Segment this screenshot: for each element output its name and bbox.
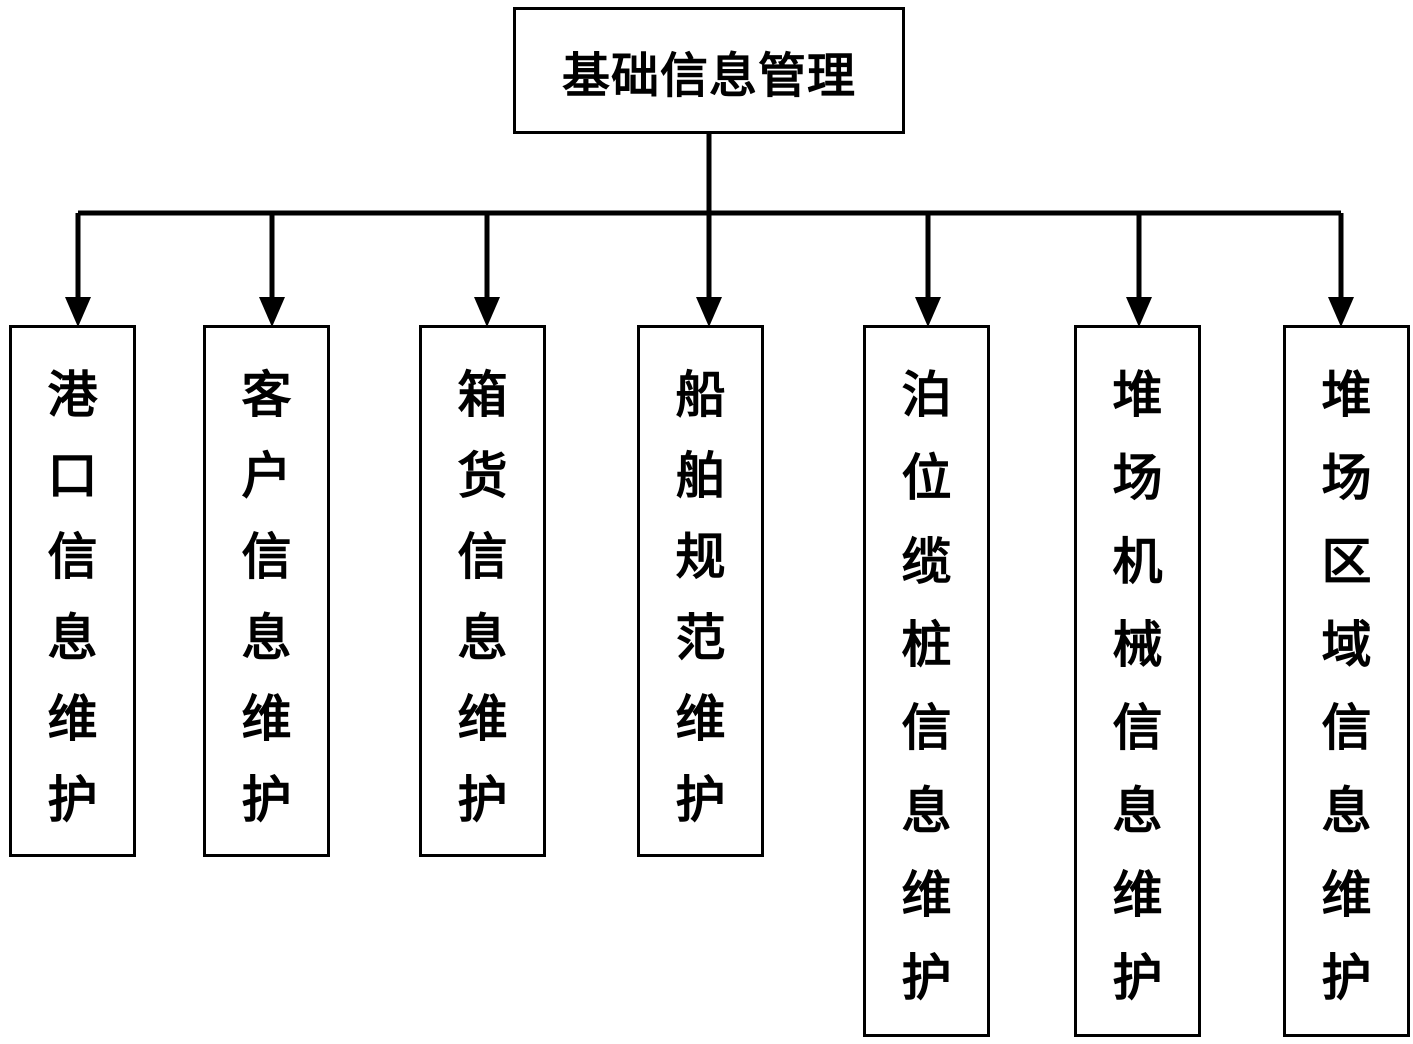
child-node-char: 息 — [241, 609, 292, 667]
child-node-char: 口 — [47, 447, 98, 505]
child-node-char: 息 — [457, 609, 508, 667]
child-node-char: 护 — [457, 771, 508, 829]
child-node-char: 护 — [241, 771, 292, 829]
child-node-char: 箱 — [457, 366, 508, 424]
child-node-char: 息 — [47, 609, 98, 667]
child-node-yard-area-info: 堆场区域信息维护 — [1283, 325, 1410, 1037]
child-node-char: 护 — [1112, 948, 1163, 1007]
child-node-char: 堆 — [1321, 366, 1372, 424]
child-node-port-info: 港口信息维护 — [9, 325, 136, 857]
child-node-char: 船 — [675, 366, 726, 424]
child-node-char: 护 — [901, 948, 952, 1007]
child-node-cargo-info: 箱货信息维护 — [419, 325, 546, 857]
child-node-char: 护 — [47, 771, 98, 829]
child-node-char: 场 — [1321, 449, 1372, 508]
child-node-char: 械 — [1112, 615, 1163, 674]
child-node-char: 维 — [1321, 865, 1372, 924]
child-node-yard-machinery-info: 堆场机械信息维护 — [1074, 325, 1201, 1037]
child-node-char: 舶 — [675, 447, 726, 505]
child-node-char: 信 — [241, 528, 292, 586]
child-node-char: 户 — [241, 447, 292, 505]
child-node-char: 缆 — [901, 532, 952, 591]
child-node-char: 桩 — [901, 615, 952, 674]
arrowhead-icon — [259, 297, 285, 327]
arrowhead-icon — [474, 297, 500, 327]
child-node-char: 护 — [675, 771, 726, 829]
arrowhead-icon — [65, 297, 91, 327]
child-node-char: 维 — [241, 690, 292, 748]
arrowhead-icon — [1328, 297, 1354, 327]
child-node-char: 机 — [1112, 532, 1163, 591]
child-node-char: 息 — [1321, 782, 1372, 841]
child-node-char: 维 — [1112, 865, 1163, 924]
child-node-char: 维 — [457, 690, 508, 748]
child-node-berth-bollard-info: 泊位缆桩信息维护 — [863, 325, 990, 1037]
child-node-char: 堆 — [1112, 366, 1163, 424]
child-node-char: 客 — [241, 366, 292, 424]
child-node-char: 信 — [1112, 699, 1163, 757]
child-node-char: 域 — [1321, 615, 1372, 674]
child-node-char: 货 — [457, 447, 508, 505]
child-node-char: 港 — [47, 366, 98, 424]
child-node-ship-spec: 船舶规范维护 — [637, 325, 764, 857]
child-node-char: 场 — [1112, 449, 1163, 508]
child-node-char: 区 — [1321, 532, 1372, 591]
child-node-customer-info: 客户信息维护 — [203, 325, 330, 857]
child-node-char: 息 — [901, 782, 952, 841]
child-node-char: 信 — [1321, 699, 1372, 757]
child-node-char: 规 — [675, 528, 726, 586]
arrowhead-icon — [1126, 297, 1152, 327]
child-node-char: 信 — [457, 528, 508, 586]
child-node-char: 信 — [47, 528, 98, 586]
arrowhead-icon — [915, 297, 941, 327]
child-node-char: 位 — [901, 449, 952, 508]
root-node-label: 基础信息管理 — [561, 47, 856, 104]
child-node-char: 信 — [901, 699, 952, 757]
child-node-char: 维 — [675, 690, 726, 748]
arrowhead-icon — [696, 297, 722, 327]
child-node-char: 维 — [47, 690, 98, 748]
root-node-box: 基础信息管理 — [513, 7, 905, 134]
child-node-char: 维 — [901, 865, 952, 924]
child-node-char: 范 — [675, 609, 726, 667]
child-node-char: 护 — [1321, 948, 1372, 1007]
child-node-char: 泊 — [901, 366, 952, 424]
child-node-char: 息 — [1112, 782, 1163, 841]
